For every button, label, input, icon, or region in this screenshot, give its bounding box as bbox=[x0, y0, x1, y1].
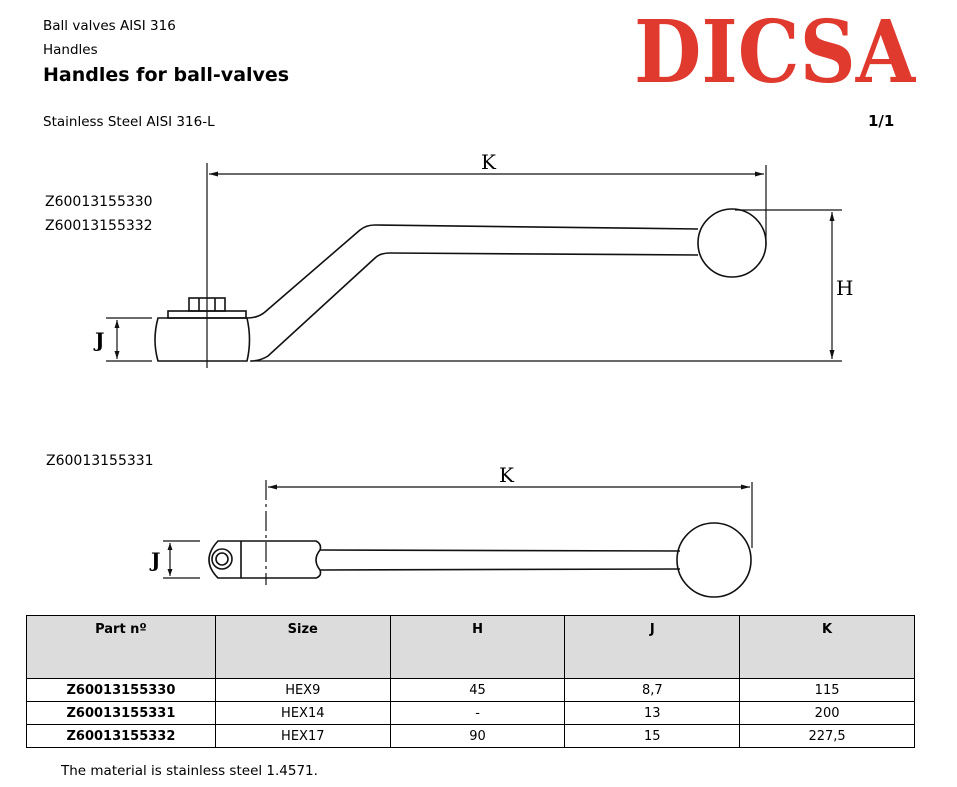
column-header-j: J bbox=[564, 615, 741, 679]
cell-h: 45 bbox=[389, 678, 566, 702]
cell-part: Z60013155332 bbox=[26, 724, 216, 748]
specification-table: Part nº Size H J K Z60013155330 HEX9 45 … bbox=[26, 615, 915, 748]
column-header-h: H bbox=[389, 615, 566, 679]
cell-size: HEX17 bbox=[214, 724, 391, 748]
cell-size: HEX9 bbox=[214, 678, 391, 702]
breadcrumb-category: Ball valves AISI 316 bbox=[43, 18, 176, 34]
cell-k: 227,5 bbox=[739, 724, 915, 748]
cell-k: 115 bbox=[739, 678, 915, 702]
page-title: Handles for ball-valves bbox=[43, 64, 290, 86]
cell-h: - bbox=[389, 701, 566, 725]
page-number: 1/1 bbox=[868, 112, 895, 130]
material-subtitle: Stainless Steel AISI 316-L bbox=[43, 114, 215, 130]
cell-j: 8,7 bbox=[564, 678, 741, 702]
cell-part: Z60013155331 bbox=[26, 701, 216, 725]
table-row: Z60013155331 HEX14 - 13 200 bbox=[26, 701, 915, 725]
dimension-k-label: K bbox=[481, 150, 496, 174]
dimension-j-label: J bbox=[95, 328, 105, 352]
handle-drawing-bottom bbox=[163, 480, 753, 598]
handle-drawing-top bbox=[106, 163, 842, 368]
column-header-size: Size bbox=[214, 615, 391, 679]
dicsa-logo: DICSA bbox=[634, 12, 916, 88]
table-row: Z60013155332 HEX17 90 15 227,5 bbox=[26, 724, 915, 748]
part-number-label: Z60013155330 bbox=[45, 194, 153, 210]
cell-j: 15 bbox=[564, 724, 741, 748]
column-header-part: Part nº bbox=[26, 615, 216, 679]
dimension-k-label: K bbox=[499, 463, 514, 487]
dimension-h-label: H bbox=[836, 276, 854, 300]
cell-h: 90 bbox=[389, 724, 566, 748]
part-number-label: Z60013155332 bbox=[45, 218, 153, 234]
cell-k: 200 bbox=[739, 701, 915, 725]
table-header-row: Part nº Size H J K bbox=[26, 615, 915, 679]
cell-j: 13 bbox=[564, 701, 741, 725]
column-header-k: K bbox=[739, 615, 915, 679]
cell-size: HEX14 bbox=[214, 701, 391, 725]
dimension-j-label: J bbox=[151, 548, 161, 572]
cell-part: Z60013155330 bbox=[26, 678, 216, 702]
logo-text: DICSA bbox=[634, 12, 916, 88]
table-row: Z60013155330 HEX9 45 8,7 115 bbox=[26, 678, 915, 702]
part-number-label: Z60013155331 bbox=[46, 453, 154, 469]
breadcrumb-subcategory: Handles bbox=[43, 42, 98, 58]
material-footnote: The material is stainless steel 1.4571. bbox=[61, 763, 318, 779]
